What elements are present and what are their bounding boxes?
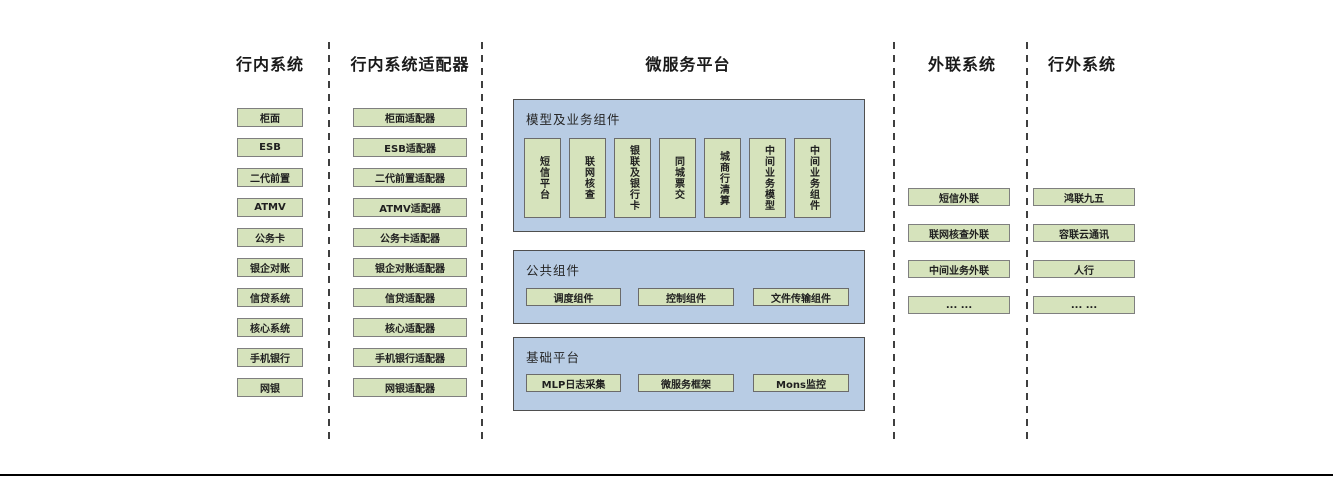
panel-title: 模型及业务组件 <box>526 112 621 127</box>
column-title-microservice-platform: 微服务平台 <box>645 55 731 74</box>
diagram-node: 二代前置适配器 <box>353 168 467 187</box>
column-title-external-link-systems: 外联系统 <box>927 55 996 74</box>
diagram-node: ESB <box>237 138 303 157</box>
diagram-node: MLP日志采集 <box>526 374 621 392</box>
diagram-node: 中间业务外联 <box>908 260 1010 278</box>
diagram-node: 银联及银行卡 <box>614 138 651 218</box>
diagram-node: 短信外联 <box>908 188 1010 206</box>
column-title-internal-adapters: 行内系统适配器 <box>350 55 470 74</box>
diagram-node: 中间业务组件 <box>794 138 831 218</box>
diagram-node: ESB适配器 <box>353 138 467 157</box>
diagram-node: 公务卡适配器 <box>353 228 467 247</box>
diagram-node: 公务卡 <box>237 228 303 247</box>
diagram-node: 鸿联九五 <box>1033 188 1135 206</box>
diagram-node: ATMV适配器 <box>353 198 467 217</box>
diagram-node: 短信平台 <box>524 138 561 218</box>
diagram-node: 核心系统 <box>237 318 303 337</box>
column-divider <box>1026 42 1028 444</box>
column-divider <box>481 42 483 444</box>
column-title-outside-systems: 行外系统 <box>1047 55 1116 74</box>
diagram-node: 网银适配器 <box>353 378 467 397</box>
diagram-node: 网银 <box>237 378 303 397</box>
diagram-node: 人行 <box>1033 260 1135 278</box>
diagram-node: 控制组件 <box>638 288 734 306</box>
diagram-node: 柜面 <box>237 108 303 127</box>
bottom-rule <box>0 474 1333 476</box>
diagram-node: 中间业务模型 <box>749 138 786 218</box>
panel-title: 基础平台 <box>526 350 581 365</box>
panel-title: 公共组件 <box>526 263 581 278</box>
diagram-node: 银企对账 <box>237 258 303 277</box>
diagram-node: 城商行清算 <box>704 138 741 218</box>
diagram-node: ATMV <box>237 198 303 217</box>
diagram-node: 信贷适配器 <box>353 288 467 307</box>
diagram-node: ... ... <box>908 296 1010 314</box>
diagram-node: 柜面适配器 <box>353 108 467 127</box>
diagram-node: 信贷系统 <box>237 288 303 307</box>
diagram-node: 手机银行适配器 <box>353 348 467 367</box>
column-title-internal-systems: 行内系统 <box>235 55 304 74</box>
diagram-node: 调度组件 <box>526 288 621 306</box>
diagram-node: 联网核查外联 <box>908 224 1010 242</box>
diagram-node: 手机银行 <box>237 348 303 367</box>
column-divider <box>893 42 895 444</box>
diagram-node: 联网核查 <box>569 138 606 218</box>
diagram-node: 微服务框架 <box>638 374 734 392</box>
diagram-node: 同城票交 <box>659 138 696 218</box>
diagram-node: ... ... <box>1033 296 1135 314</box>
diagram-node: Mons监控 <box>753 374 849 392</box>
panel-model-business-components: 模型及业务组件 短信平台 联网核查 银联及银行卡 同城票交 城商行清算 中间业务… <box>513 99 865 232</box>
panel-base-platform: 基础平台 MLP日志采集 微服务框架 Mons监控 <box>513 337 865 411</box>
diagram-node: 核心适配器 <box>353 318 467 337</box>
diagram-node: 二代前置 <box>237 168 303 187</box>
diagram-node: 文件传输组件 <box>753 288 849 306</box>
column-divider <box>328 42 330 444</box>
diagram-node: 容联云通讯 <box>1033 224 1135 242</box>
diagram-node: 银企对账适配器 <box>353 258 467 277</box>
panel-common-components: 公共组件 调度组件 控制组件 文件传输组件 <box>513 250 865 324</box>
